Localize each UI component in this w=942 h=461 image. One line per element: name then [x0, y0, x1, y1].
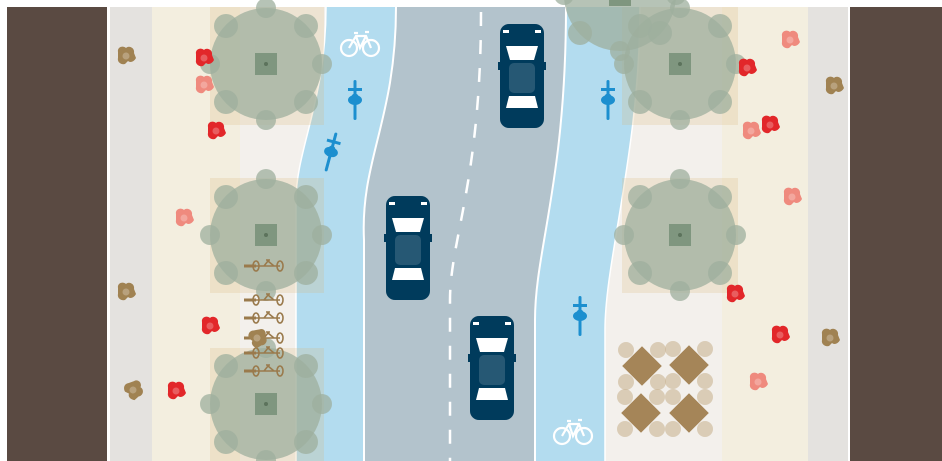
cafe-table-icon	[665, 341, 713, 389]
building-left	[7, 7, 107, 461]
tree-icon	[200, 338, 332, 461]
cafe-table-icon	[617, 389, 665, 437]
car-icon	[468, 316, 516, 420]
frontage-zone-right	[806, 7, 848, 461]
car-icon	[498, 24, 546, 128]
tree-icon	[614, 169, 746, 301]
cafe-table-icon	[665, 389, 713, 437]
tree-icon	[200, 169, 332, 301]
tree-icon	[200, 0, 332, 130]
car-icon	[384, 196, 432, 300]
cafe-table-icon	[618, 342, 666, 390]
building-right	[850, 7, 942, 461]
